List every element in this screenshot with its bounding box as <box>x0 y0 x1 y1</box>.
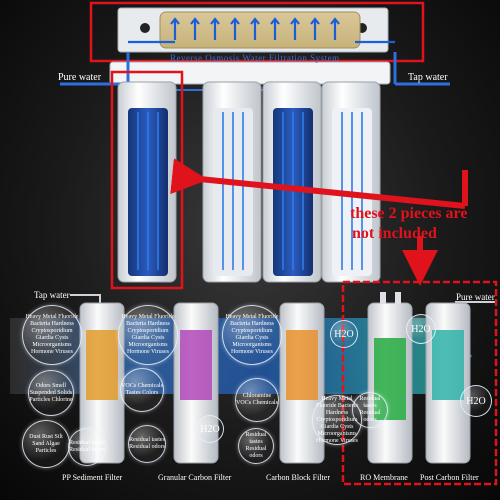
ro-membrane-housing <box>159 11 361 49</box>
filter-housing-1 <box>117 81 177 283</box>
contaminant-bubble: Residual tastes Residual odors <box>68 428 106 466</box>
not-included-highlight-box <box>341 280 498 486</box>
contaminant-bubble: Dust Rust Silt Sand Algae Particles <box>22 420 70 468</box>
filter-name-carbon-block: Carbon Block Filter <box>266 473 330 482</box>
h2o-bubble: H2O <box>460 385 492 417</box>
contaminant-bubble: Residual tastes Residual odors <box>238 428 274 464</box>
filter-housing-3 <box>262 81 322 283</box>
tap-water-inlet <box>70 294 101 305</box>
membrane-flow-arrows <box>128 17 395 44</box>
callout-arrow-left <box>170 158 466 209</box>
tap-water-label-top: Tap water <box>408 72 448 83</box>
filter-housing-4 <box>321 81 381 283</box>
filter-name-pp-sediment: PP Sediment Filter <box>62 473 123 482</box>
contaminant-bubble: Heavy Metal Fluoride Bacteria Hardness C… <box>22 305 82 365</box>
contaminant-bubble: Heavy Metal Fluoride Bacteria Hardness C… <box>312 395 362 445</box>
pure-water-label-bottom: Pure water <box>456 292 495 302</box>
filter-name-granular-carbon: Granular Carbon Filter <box>158 473 232 482</box>
contaminant-bubble: Residual tastes Residual odors <box>128 425 166 463</box>
contaminant-bubble: VOCs Chemicals Tastes Colors <box>120 368 164 412</box>
h2o-bubble: H2O <box>406 314 436 344</box>
cartridge-post-carbon <box>425 302 471 464</box>
contaminant-bubble: Odors Smell Suspended Solids Particles C… <box>28 370 74 416</box>
contaminant-bubble: Chloramine VOCs Chemicals <box>235 378 279 422</box>
filter-name-post-carbon: Post Carbon Filter <box>420 473 479 482</box>
contaminant-bubble: Heavy Metal Fluoride Bacteria Hardness C… <box>118 305 178 365</box>
h2o-bubble: H2O <box>196 415 224 443</box>
bracket-hole <box>140 23 150 33</box>
filter-name-ro-membrane: RO Membrane <box>360 473 408 482</box>
contaminant-bubble: Heavy Metal Fluoride Bacteria Hardness C… <box>222 305 282 365</box>
cartridge-pp-sediment <box>79 302 125 464</box>
tap-water-label-bottom: Tap water <box>34 290 70 300</box>
pure-water-label-top: Pure water <box>58 72 102 83</box>
system-banner-text: Reverse Osmosis Water Filtration System <box>170 53 340 63</box>
cartridge-ro-membrane <box>367 292 413 464</box>
contaminant-bubble: Residual tastes Residual odors <box>352 392 388 428</box>
callout-line-2: not included <box>352 225 437 242</box>
top-filter-system <box>60 1 468 290</box>
membrane-highlight-box <box>89 1 425 63</box>
h2o-bubble: H2O <box>330 320 358 348</box>
callout-line-1: these 2 pieces are <box>350 205 468 222</box>
